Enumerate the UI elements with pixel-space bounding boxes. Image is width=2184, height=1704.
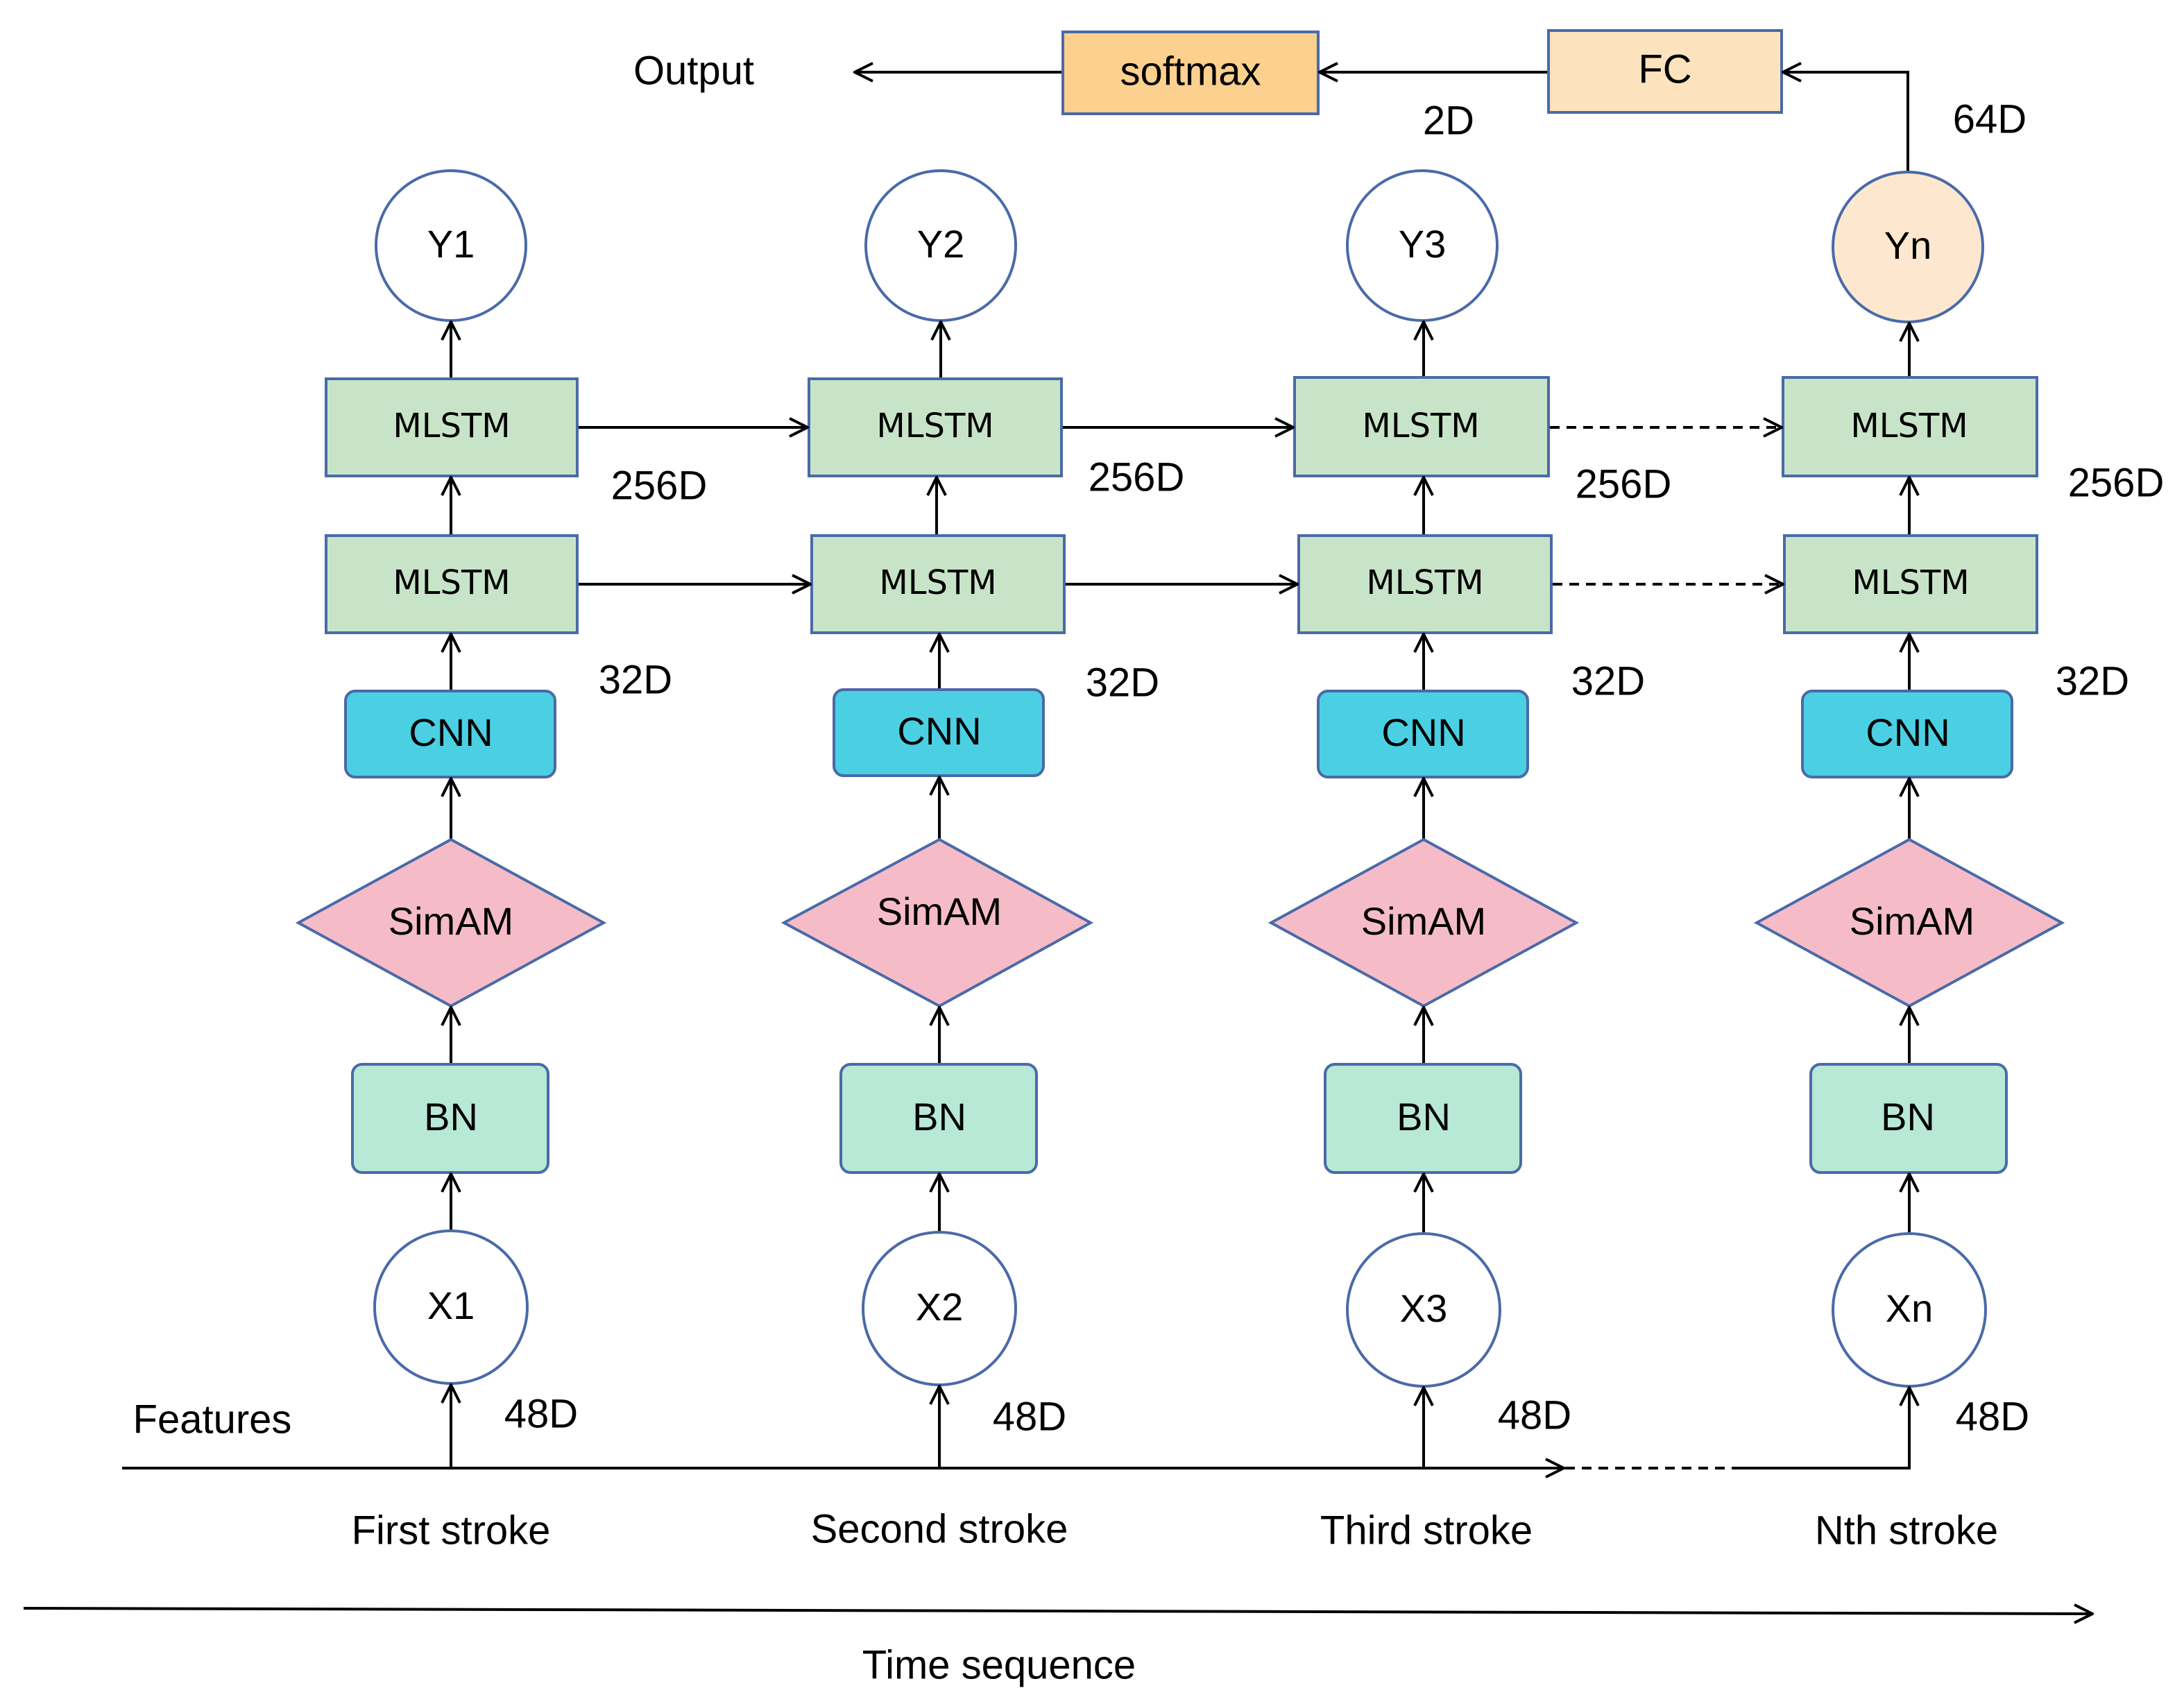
output-node-y2-label: Y2 (917, 222, 965, 266)
output-node-y1-label: Y1 (427, 222, 475, 266)
output-label: Output (633, 48, 754, 93)
dim-48d-label-n: 48D (1956, 1394, 2029, 1439)
column-3: Y3 MLSTM MLSTM 256D 32D CNN SimAM BN X3 … (1268, 169, 1672, 1553)
mlstm-top-n-label: MLSTM (1850, 407, 1968, 445)
cnn-box-1-label: CNN (409, 710, 493, 754)
yn-to-fc-arrow (1783, 72, 1909, 172)
dim-64d-label: 64D (1953, 96, 2027, 142)
output-node-y3-label: Y3 (1399, 222, 1447, 266)
cnn-box-n-label: CNN (1866, 710, 1950, 754)
mlstm-bottom-2 (810, 534, 1066, 634)
input-node-xn-label: Xn (1886, 1286, 1934, 1330)
simam-diamond-2-label: SimAM (877, 889, 1002, 933)
stroke-label-3: Third stroke (1320, 1508, 1533, 1553)
bn-box-3-label: BN (1397, 1095, 1451, 1139)
column-1: Y1 MLSTM MLSTM 256D 32D CNN SimAM BN X1 … (295, 169, 708, 1553)
column-n: Yn MLSTM MLSTM 256D 32D CNN SimAM BN Xn … (1753, 171, 2165, 1553)
dim-256d-label-3: 256D (1576, 461, 1672, 506)
mlstm-top-1-label: MLSTM (393, 407, 510, 445)
mlstm-top-2 (808, 377, 1063, 477)
mlstm-bottom-3-label: MLSTM (1366, 563, 1483, 602)
mlstm-top-n (1782, 376, 2038, 477)
dim-256d-label-1: 256D (611, 463, 708, 508)
stroke-label-n: Nth stroke (1815, 1508, 1998, 1553)
dim-32d-label-3: 32D (1571, 658, 1645, 704)
mlstm-bottom-1 (325, 534, 579, 634)
cnn-box-2-label: CNN (897, 709, 981, 753)
column-2: Y2 MLSTM MLSTM 256D 32D CNN SimAM BN X2 … (780, 169, 1185, 1551)
mlstm-top-2-label: MLSTM (876, 407, 993, 445)
features-label: Features (133, 1397, 292, 1442)
mlstm-bottom-n-label: MLSTM (1852, 563, 1969, 602)
input-node-x2-label: X2 (916, 1285, 964, 1329)
dim-2d-label: 2D (1423, 98, 1474, 143)
dim-32d-label-1: 32D (599, 657, 672, 702)
stroke-label-2: Second stroke (811, 1506, 1068, 1551)
mlstm-bottom-1-label: MLSTM (393, 563, 510, 602)
time-sequence-arrow (23, 1608, 2092, 1614)
dim-32d-label-2: 32D (1086, 660, 1159, 705)
dim-256d-label-n: 256D (2068, 460, 2165, 505)
bn-box-2-label: BN (912, 1095, 966, 1139)
time-sequence-label: Time sequence (862, 1642, 1136, 1687)
simam-diamond-3-label: SimAM (1361, 899, 1486, 943)
input-node-x3-label: X3 (1400, 1286, 1448, 1330)
dim-48d-label-3: 48D (1498, 1392, 1571, 1438)
mlstm-bottom-n (1783, 534, 2038, 634)
input-node-x1-label: X1 (427, 1284, 475, 1327)
mlstm-top-1 (325, 377, 579, 477)
simam-diamond-n-label: SimAM (1850, 899, 1974, 943)
dim-48d-label-1: 48D (504, 1391, 578, 1436)
mlstm-top-3 (1293, 376, 1550, 477)
stroke-label-1: First stroke (352, 1508, 551, 1553)
simam-diamond-1-label: SimAM (389, 899, 513, 943)
mlstm-top-3-label: MLSTM (1362, 407, 1479, 445)
fc-box (1547, 29, 1783, 114)
output-node-yn-label: Yn (1884, 223, 1932, 267)
dim-256d-label-2: 256D (1089, 454, 1185, 500)
cnn-box-3-label: CNN (1381, 710, 1465, 754)
dim-48d-label-2: 48D (993, 1394, 1066, 1439)
bn-box-n-label: BN (1881, 1095, 1935, 1139)
softmax-label: softmax (1120, 49, 1261, 94)
bn-box-1-label: BN (424, 1095, 478, 1139)
dim-32d-label-n: 32D (2056, 658, 2129, 704)
fc-label: FC (1638, 46, 1691, 92)
mlstm-bottom-2-label: MLSTM (879, 563, 996, 602)
